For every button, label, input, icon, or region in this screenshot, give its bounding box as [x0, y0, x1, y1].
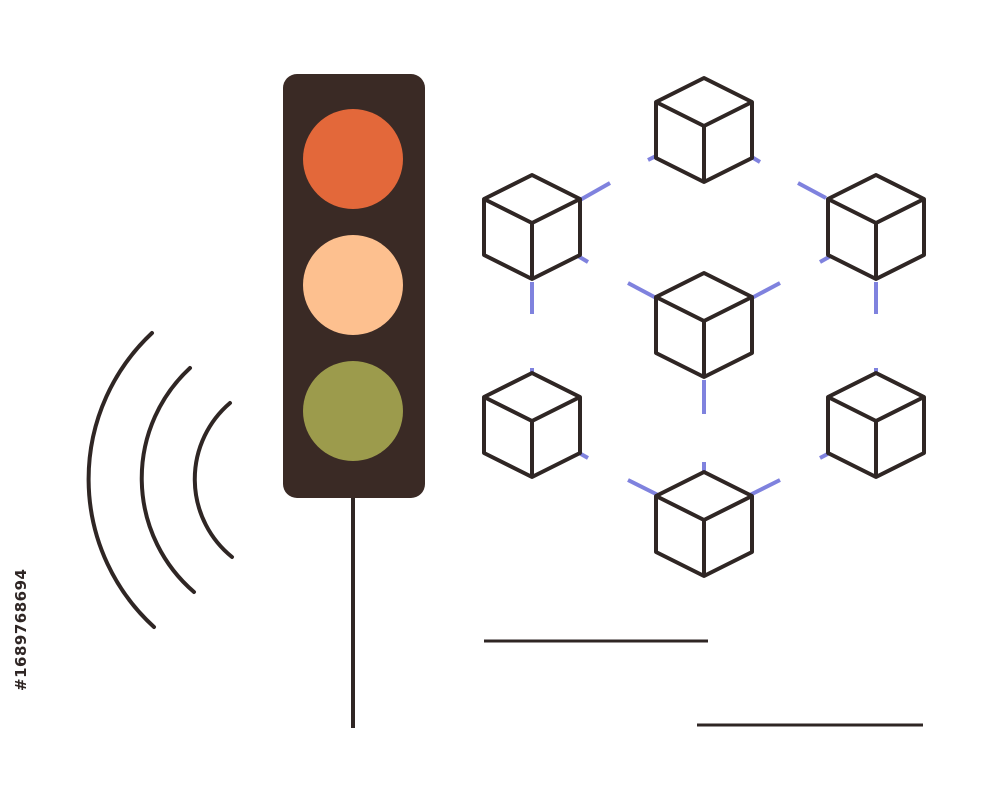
cube-node-upper-right-icon	[826, 173, 926, 281]
red-light	[303, 109, 403, 209]
cube-node-top-icon	[654, 76, 754, 184]
signal-wave-outer	[86, 331, 156, 629]
network-link-17	[747, 478, 781, 498]
network-link-3	[797, 181, 827, 200]
cube-node-bottom-icon	[654, 470, 754, 578]
amber-light	[303, 235, 403, 335]
green-light	[303, 361, 403, 461]
signal-wave-inner	[192, 401, 234, 559]
network-link-4	[579, 181, 611, 202]
signal-wave-middle	[139, 366, 196, 594]
traffic-light-icon	[283, 74, 425, 728]
stock-id-watermark: #1689768694	[12, 568, 30, 691]
network-link-16	[627, 478, 661, 498]
blockchain-network	[482, 76, 926, 578]
cube-node-center-icon	[654, 271, 754, 379]
signal-waves	[86, 331, 234, 629]
cube-node-upper-left-icon	[482, 173, 582, 281]
cube-node-lower-left-icon	[482, 371, 582, 479]
cube-node-lower-right-icon	[826, 371, 926, 479]
